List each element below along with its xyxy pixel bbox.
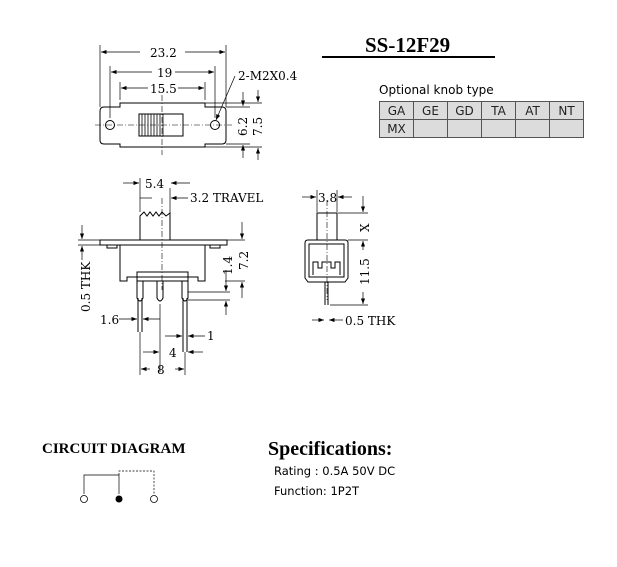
side-view: 5.4 3.2 TRAVEL 0.5 THK 1.4 7.2 1.6 1 4 8 [78, 177, 263, 377]
switch-body-side [119, 245, 206, 282]
dim-7-5: 7.5 [251, 117, 265, 136]
knob-cell [413, 119, 448, 138]
dim-4: 4 [169, 346, 177, 360]
end-view: 3.8 X 11.5 0.5 THK [302, 190, 396, 328]
dim-6-2: 6.2 [236, 117, 250, 136]
mounting-flange [99, 239, 228, 246]
knob-cell [481, 119, 516, 138]
spec-function: Function: 1P2T [274, 484, 360, 498]
dim-1: 1 [207, 329, 215, 343]
terminal-common [115, 495, 123, 503]
dim-1-4: 1.4 [221, 256, 235, 275]
knob-cell: GE [413, 101, 448, 120]
top-view: 23.2 19 15.5 2-M2X0.4 6.2 7.5 [95, 45, 298, 160]
circuit-line-solid [83, 474, 120, 494]
circuit-line-dashed [118, 470, 155, 494]
dim-7-2: 7.2 [237, 251, 251, 270]
spec-rating: Rating : 0.5A 50V DC [274, 464, 395, 478]
circuit-title: CIRCUIT DIAGRAM [42, 441, 185, 457]
knob-cell [549, 119, 584, 138]
switch-pins [136, 281, 189, 352]
dim-11-5: 11.5 [358, 258, 372, 285]
dim-3-8: 3.8 [318, 191, 337, 205]
dim-23-2: 23.2 [150, 46, 177, 60]
dim-19: 19 [157, 66, 172, 80]
knob-cell: AT [515, 101, 550, 120]
part-title: SS-12F29 [322, 33, 495, 58]
specs-title: Specifications: [268, 438, 392, 460]
knob-section: Optional knob type [379, 83, 494, 97]
dim-0-5-thk: 0.5 THK [79, 261, 93, 312]
dim-8: 8 [157, 363, 165, 377]
actuator-side [139, 211, 171, 240]
switch-body-outline [99, 102, 227, 148]
knob-cell: GA [379, 101, 414, 120]
dim-1-6: 1.6 [100, 313, 119, 327]
knob-cell [447, 119, 482, 138]
knob-label: Optional knob type [379, 83, 494, 97]
circuit-diagram: CIRCUIT DIAGRAM [42, 441, 185, 503]
knob-cell: MX [379, 119, 414, 138]
knob-cell: TA [481, 101, 516, 120]
knob-cell: NT [549, 101, 584, 120]
dim-5-4: 5.4 [145, 177, 164, 191]
dim-x: X [358, 223, 372, 232]
table-row: MX [379, 119, 584, 138]
knob-cell: GD [447, 101, 482, 120]
end-thk-label: 0.5 THK [345, 314, 396, 328]
terminal-2 [150, 495, 158, 503]
knob-table: GA GE GD TA AT NT MX [379, 101, 584, 138]
travel-label: 3.2 TRAVEL [190, 191, 263, 205]
switch-body-end [304, 239, 349, 283]
screw-label: 2-M2X0.4 [238, 69, 298, 83]
terminal-1 [80, 495, 88, 503]
knob-cell [515, 119, 550, 138]
table-row: GA GE GD TA AT NT [379, 101, 584, 120]
dim-15-5: 15.5 [150, 82, 177, 96]
specifications: Specifications: Rating : 0.5A 50V DC Fun… [268, 438, 395, 498]
part-title-text: SS-12F29 [365, 33, 450, 57]
